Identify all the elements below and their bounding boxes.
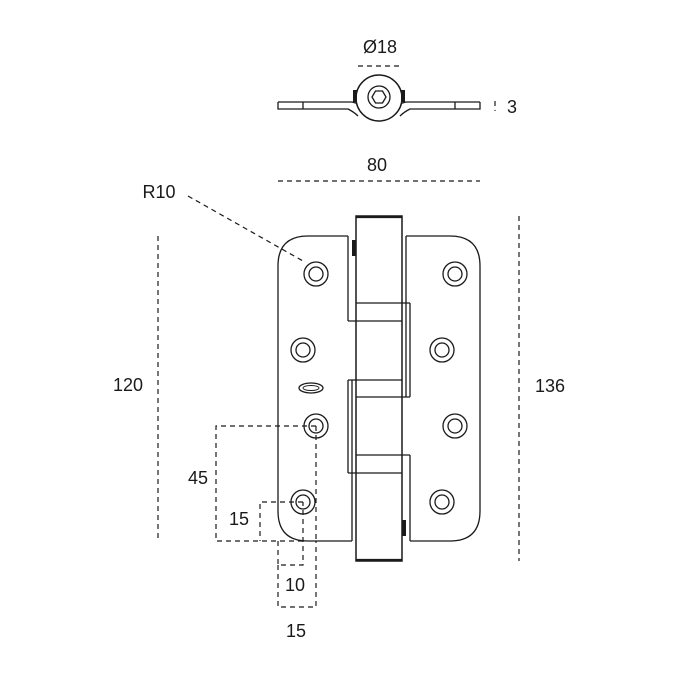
top-view-knuckle: [355, 74, 403, 122]
screw-hole-right-2: [429, 337, 455, 363]
hole-pitch-label: 45: [188, 468, 208, 488]
left-leaf-outline: [277, 235, 352, 542]
dimension-hole-inset: 10: [277, 502, 305, 595]
right-leaf-outline: [406, 235, 481, 542]
overall-width-label: 80: [367, 155, 387, 175]
top-view-right-leaf: [399, 101, 481, 117]
screw-hole-right-3: [442, 413, 468, 439]
top-view-left-tab: [353, 90, 357, 102]
dimension-hole-pitch: 45: [188, 425, 317, 542]
screw-hole-left-2: [290, 337, 316, 363]
top-view-socket-ring: [367, 85, 391, 109]
screw-hole-right-1: [442, 261, 468, 287]
knuckle-barrel: [355, 215, 403, 562]
dimension-corner-radius: R10: [142, 182, 304, 262]
hole-bottom-offset-label: 15: [286, 621, 306, 641]
dimension-pin-diameter: Ø18: [358, 37, 402, 67]
front-view-top-tab: [352, 240, 356, 256]
dimension-leaf-thickness: 3: [494, 97, 517, 117]
hinge-top-view: [277, 74, 481, 122]
hex-socket-icon: [371, 90, 387, 104]
leaf-height-label: 136: [535, 376, 565, 396]
screw-hole-right-4: [429, 489, 455, 515]
top-view-right-tab: [401, 90, 405, 102]
dimension-hole-span: 120: [113, 236, 159, 541]
dimension-overall-width: 80: [278, 155, 480, 182]
dimension-hole-bottom-offset: 15: [277, 541, 317, 641]
pin-diameter-label: Ø18: [363, 37, 397, 57]
dimension-leaf-height: 136: [518, 216, 565, 561]
hole-edge-offset-label: 15: [229, 509, 249, 529]
hole-inset-label: 10: [285, 575, 305, 595]
top-view-left-leaf: [277, 101, 359, 117]
screw-hole-left-1: [303, 261, 329, 287]
hole-span-label: 120: [113, 375, 143, 395]
manufacturer-logo-icon: [298, 382, 324, 394]
hinge-front-view: [277, 215, 481, 562]
corner-radius-label: R10: [142, 182, 175, 202]
dimension-hole-edge-offset: 15: [229, 501, 303, 541]
front-view-bottom-tab: [402, 520, 406, 536]
leaf-thickness-label: 3: [507, 97, 517, 117]
